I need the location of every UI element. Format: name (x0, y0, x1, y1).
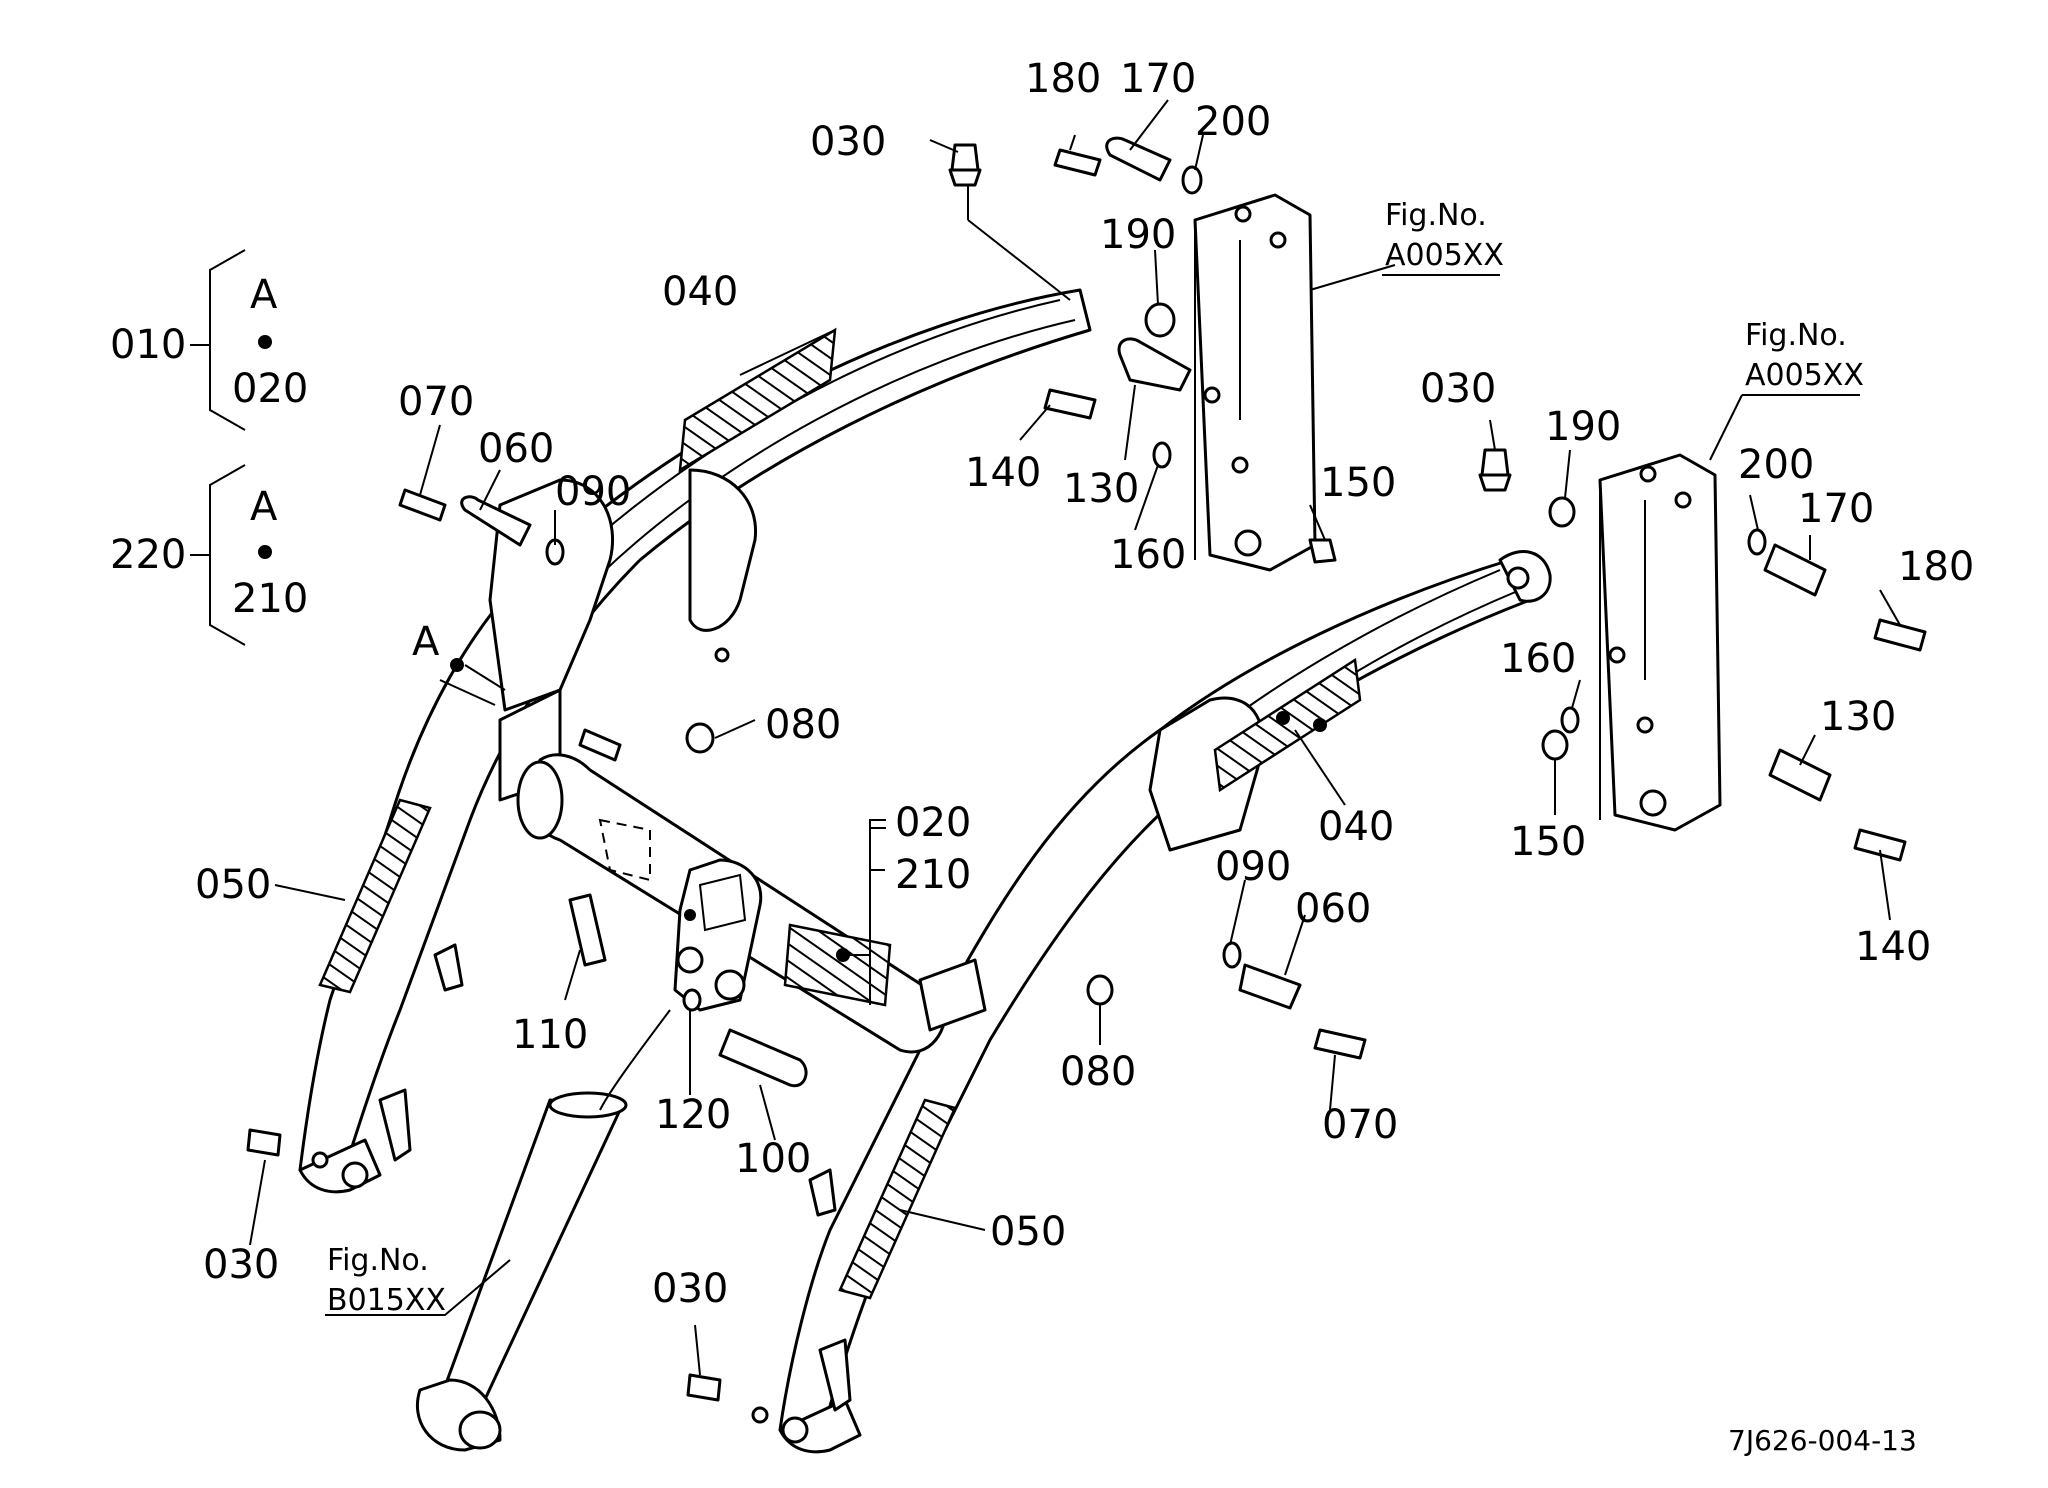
callout-150: 150 (1510, 819, 1586, 865)
callout-160: 160 (1110, 532, 1186, 578)
callout-170: 170 (1798, 486, 1874, 532)
callout-070: 070 (398, 379, 474, 425)
decal-020-210 (783, 923, 892, 1007)
callout-110: 110 (512, 1012, 588, 1058)
callout-130: 130 (1820, 694, 1896, 740)
group-part-number: 210 (232, 576, 308, 622)
callout-050: 050 (195, 862, 271, 908)
callout-030: 030 (810, 119, 886, 165)
callout-060: 060 (1295, 886, 1371, 932)
group-braces (190, 249, 1327, 1005)
callout-030: 030 (203, 1242, 279, 1288)
point-marker-a: A (412, 619, 440, 665)
callout-080: 080 (765, 702, 841, 748)
fig-ref-number: A005XX (1745, 358, 1864, 393)
callout-180: 180 (1025, 56, 1101, 102)
leader-lines (249, 99, 1901, 1376)
decals (318, 327, 1362, 1300)
group-letter: A (250, 484, 278, 530)
decal-040-left (678, 327, 837, 473)
group-assembly-number: 220 (110, 532, 186, 578)
callout-060: 060 (478, 426, 554, 472)
group-assembly-number: 010 (110, 322, 186, 368)
callout-040: 040 (662, 269, 738, 315)
hardware (246, 136, 1927, 1402)
fig-ref-number: A005XX (1385, 238, 1504, 273)
callout-090: 090 (555, 469, 631, 515)
fig-ref-title: Fig.No. (1385, 198, 1487, 233)
callout-100: 100 (735, 1136, 811, 1182)
callouts: 180 170 200 030 190 040 070 060 090 140 … (195, 56, 1974, 1312)
diagram-code: 7J626-004-13 (1728, 1424, 1917, 1457)
group-part-number: 020 (232, 366, 308, 412)
callout-140: 140 (1855, 924, 1931, 970)
callout-190: 190 (1100, 212, 1176, 258)
callout-180: 180 (1898, 544, 1974, 590)
callout-170: 170 (1120, 56, 1196, 102)
callout-030: 030 (652, 1266, 728, 1312)
callout-190: 190 (1545, 404, 1621, 450)
fig-ref-number: B015XX (327, 1283, 446, 1318)
fig-ref-title: Fig.No. (1745, 318, 1847, 353)
callout-160: 160 (1500, 636, 1576, 682)
group-letter: A (250, 272, 278, 318)
upper-left-mount-plate (1193, 193, 1317, 572)
callout-050: 050 (990, 1209, 1066, 1255)
hydraulic-cylinder (415, 1091, 628, 1452)
decal-050-right (838, 1098, 957, 1300)
callout-150: 150 (1320, 460, 1396, 506)
callout-130: 130 (1063, 466, 1139, 512)
callout-200: 200 (1738, 442, 1814, 488)
callout-120: 120 (655, 1092, 731, 1138)
callout-210: 210 (895, 852, 971, 898)
callout-090: 090 (1215, 844, 1291, 890)
callout-200: 200 (1195, 99, 1271, 145)
decal-050-left (318, 798, 432, 994)
figure-refs: Fig.No. A005XX Fig.No. A005XX Fig.No. B0… (327, 198, 1864, 1318)
group-labels: 010 A 020 220 A 210 A (110, 272, 440, 665)
callout-070: 070 (1322, 1102, 1398, 1148)
fig-ref-title: Fig.No. (327, 1243, 429, 1278)
callout-140: 140 (965, 450, 1041, 496)
callout-020: 020 (895, 800, 971, 846)
callout-040: 040 (1318, 804, 1394, 850)
callout-080: 080 (1060, 1049, 1136, 1095)
decal-040-right (1213, 657, 1362, 793)
callout-030: 030 (1420, 366, 1496, 412)
right-mount-plate (1598, 453, 1722, 832)
